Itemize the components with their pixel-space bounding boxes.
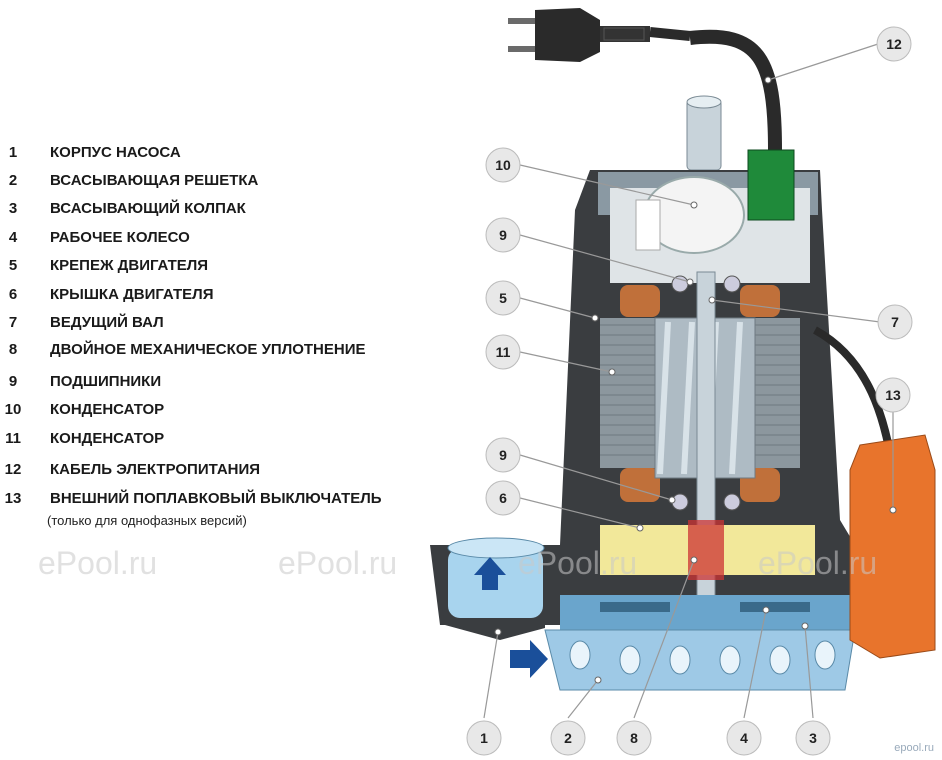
outlet-arrow-icon: [474, 557, 506, 590]
mechanical-seal: [688, 520, 724, 580]
svg-text:3: 3: [809, 730, 817, 746]
svg-text:2: 2: [564, 730, 572, 746]
callout-6: 6: [485, 480, 521, 516]
svg-text:1: 1: [480, 730, 488, 746]
svg-text:6: 6: [499, 490, 507, 506]
callout-8: 8: [616, 720, 652, 756]
inlet-arrow-icon: [510, 640, 548, 678]
svg-text:9: 9: [499, 227, 507, 243]
float-switch: [849, 434, 936, 659]
svg-text:9: 9: [499, 447, 507, 463]
callout-13: 13: [875, 377, 911, 413]
winding-top-right: [740, 285, 780, 317]
brand-mark: epool.ru: [894, 742, 934, 754]
legend-note: (только для однофазных версий): [47, 513, 247, 528]
callout-7: 7: [877, 304, 913, 340]
watermark-2: ePool.ru: [278, 545, 398, 581]
svg-text:13: 13: [885, 387, 901, 403]
watermark-row: ePool.ru ePool.ru ePool.ru ePool.ru: [0, 545, 942, 585]
callout-3: 3: [795, 720, 831, 756]
callout-5: 5: [485, 280, 521, 316]
callout-11: 11: [485, 334, 521, 370]
plug-icon: [508, 8, 691, 62]
watermark-3: ePool.ru: [518, 545, 638, 581]
winding-top-left: [620, 285, 660, 317]
callout-9-top: 9: [485, 217, 521, 253]
suction-grille: [569, 640, 836, 675]
callout-4: 4: [726, 720, 762, 756]
impeller: [560, 595, 850, 630]
outlet-pipe: [686, 95, 722, 171]
callout-10: 10: [485, 147, 521, 183]
svg-text:8: 8: [630, 730, 638, 746]
suction-cap: [544, 629, 856, 691]
winding-bottom-left: [620, 468, 660, 502]
svg-text:5: 5: [499, 290, 507, 306]
callout-12: 12: [876, 26, 912, 62]
callout-1: 1: [466, 720, 502, 756]
svg-text:12: 12: [886, 36, 902, 52]
watermark-1: ePool.ru: [38, 545, 158, 581]
svg-text:7: 7: [891, 314, 899, 330]
svg-text:4: 4: [740, 730, 748, 746]
callout-9-bottom: 9: [485, 437, 521, 473]
svg-text:11: 11: [496, 344, 511, 360]
watermark-4: ePool.ru: [758, 545, 878, 581]
power-cable: [689, 29, 782, 151]
svg-text:10: 10: [495, 157, 511, 173]
callout-2: 2: [550, 720, 586, 756]
bearing-top: [671, 275, 689, 293]
cable-connector: [747, 149, 795, 221]
